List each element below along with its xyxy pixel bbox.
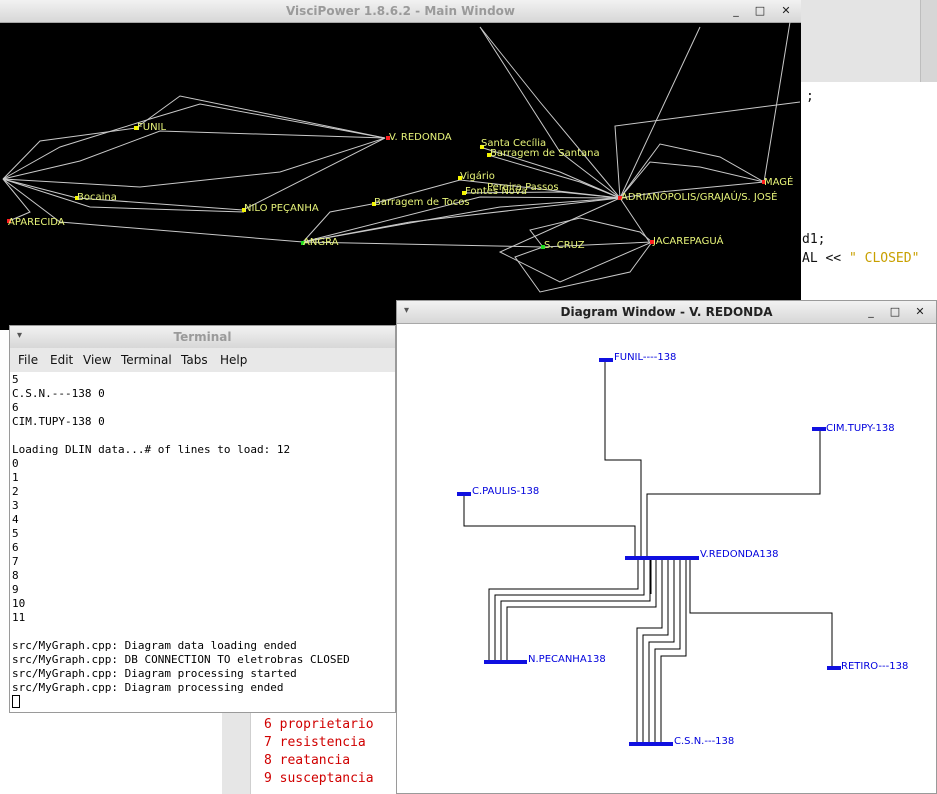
- editor-gutter: [222, 700, 251, 794]
- editor-line: 8 reatancia: [264, 753, 351, 768]
- node-angra[interactable]: [301, 241, 305, 245]
- close-button[interactable]: ✕: [915, 305, 925, 318]
- minimize-button[interactable]: _: [733, 4, 739, 17]
- node-barragem-santana[interactable]: [487, 153, 491, 157]
- diagram-buses: [457, 358, 841, 746]
- terminal-titlebar[interactable]: ▾ Terminal: [10, 326, 395, 349]
- label-scruz: S. CRUZ: [544, 240, 585, 251]
- label-pereira: Pereira Passos: [487, 182, 559, 193]
- code-line-2: AL << " CLOSED": [802, 251, 919, 266]
- terminal-cursor: [12, 695, 20, 708]
- label-mage: MAGÉ: [764, 175, 793, 188]
- node-vredonda[interactable]: [386, 136, 390, 140]
- label-adrianopolis: ADRIANÓPOLIS/GRAJAÚ/S. JOSÉ: [621, 190, 777, 203]
- window-menu-icon[interactable]: ▾: [17, 330, 23, 341]
- label-bus-cimtupy: CIM.TUPY-138: [826, 423, 895, 434]
- label-bus-npecanha: N.PECANHA138: [528, 654, 606, 665]
- main-window-title: VisciPower 1.8.6.2 - Main Window: [285, 4, 515, 18]
- label-tocos: Barragem de Tocos: [374, 197, 470, 208]
- editor-numbered-lines: 6 proprietario 7 resistencia 8 reatancia…: [264, 716, 374, 788]
- label-santa-cecilia: Santa Cecília: [481, 137, 546, 149]
- menu-view[interactable]: View: [83, 353, 112, 367]
- code-line-2-prefix: AL <<: [802, 251, 849, 266]
- node-scruz[interactable]: [541, 245, 545, 249]
- label-jacarepagua: JACAREPAGUÁ: [652, 234, 724, 247]
- menu-file[interactable]: File: [18, 353, 39, 367]
- node-tocos[interactable]: [372, 202, 376, 206]
- node-bocaina[interactable]: [75, 196, 79, 200]
- label-bus-vredonda: V.REDONDA138: [700, 549, 779, 560]
- terminal-output[interactable]: 5 C.S.N.---138 0 6 CIM.TUPY-138 0 Loadin…: [12, 373, 395, 710]
- label-bus-funil: FUNIL----138: [614, 352, 676, 363]
- label-aparecida: APARECIDA: [8, 217, 65, 228]
- editor-scrollbar[interactable]: [920, 0, 937, 82]
- code-line-2-string: " CLOSED": [848, 251, 920, 266]
- terminal-window: ▾ Terminal File Edit View Terminal Tabs …: [9, 325, 396, 713]
- label-fontes: Fontes Nova: [465, 186, 527, 197]
- node-adrianopolis[interactable]: [618, 196, 622, 200]
- graph-nodes: [7, 126, 766, 249]
- node-vigario[interactable]: [458, 176, 462, 180]
- close-button[interactable]: ✕: [781, 4, 791, 17]
- maximize-button[interactable]: □: [889, 305, 901, 318]
- node-jacarepagua[interactable]: [650, 240, 654, 244]
- node-aparecida[interactable]: [7, 219, 11, 223]
- node-fontes[interactable]: [462, 191, 466, 195]
- window-menu-icon[interactable]: ▾: [404, 305, 410, 316]
- diagram-connections: [463, 360, 833, 744]
- single-line-diagram[interactable]: FUNIL----138 CIM.TUPY-138 C.PAULIS-138 V…: [397, 323, 936, 793]
- terminal-title: Terminal: [173, 330, 232, 344]
- menu-edit[interactable]: Edit: [50, 353, 74, 367]
- editor-line: 9 susceptancia: [264, 771, 374, 786]
- graph-edges: [2, 22, 801, 293]
- label-bus-retiro: RETIRO---138: [841, 661, 908, 672]
- node-funil[interactable]: [134, 126, 138, 130]
- main-window-titlebar[interactable]: VisciPower 1.8.6.2 - Main Window _ □ ✕: [0, 0, 801, 23]
- label-angra: ANGRA: [303, 237, 339, 248]
- editor-line: 6 proprietario: [264, 717, 374, 732]
- main-window: VisciPower 1.8.6.2 - Main Window _ □ ✕: [0, 0, 801, 330]
- node-nilo[interactable]: [242, 208, 246, 212]
- diagram-window: ▾ Diagram Window - V. REDONDA _ □ ✕: [396, 300, 937, 794]
- editor-line: 7 resistencia: [264, 735, 366, 750]
- label-nilo: NILO PEÇANHA: [244, 203, 319, 214]
- network-graph[interactable]: FUNIL V. REDONDA Santa Cecília Barragem …: [0, 22, 801, 330]
- maximize-button[interactable]: □: [754, 4, 766, 17]
- minimize-button[interactable]: _: [868, 305, 874, 318]
- diagram-titlebar[interactable]: ▾ Diagram Window - V. REDONDA _ □ ✕: [397, 301, 936, 324]
- node-santa-cecilia[interactable]: [480, 145, 484, 149]
- label-bus-csn: C.S.N.---138: [674, 736, 734, 747]
- label-barragem-santana: Barragem de Santana: [490, 148, 600, 159]
- label-bus-cpaulis: C.PAULIS-138: [472, 486, 539, 497]
- diagram-title: Diagram Window - V. REDONDA: [560, 305, 773, 319]
- menu-help[interactable]: Help: [220, 353, 248, 367]
- diagram-labels: FUNIL----138 CIM.TUPY-138 C.PAULIS-138 V…: [472, 352, 908, 747]
- graph-labels: FUNIL V. REDONDA Santa Cecília Barragem …: [8, 122, 793, 251]
- code-line-1: d1;: [802, 232, 826, 247]
- editor-top-area: [800, 0, 937, 82]
- label-funil: FUNIL: [137, 122, 167, 133]
- label-vredonda: V. REDONDA: [389, 132, 452, 143]
- label-vigario: Vigário: [460, 170, 495, 182]
- terminal-output-text: 5 C.S.N.---138 0 6 CIM.TUPY-138 0 Loadin…: [12, 373, 350, 694]
- terminal-menubar: File Edit View Terminal Tabs Help: [10, 348, 395, 372]
- label-bocaina: Bocaina: [77, 192, 117, 203]
- menu-terminal[interactable]: Terminal: [121, 353, 172, 367]
- node-mage[interactable]: [762, 180, 766, 184]
- menu-tabs[interactable]: Tabs: [181, 353, 208, 367]
- code-semicolon: ;: [806, 89, 814, 104]
